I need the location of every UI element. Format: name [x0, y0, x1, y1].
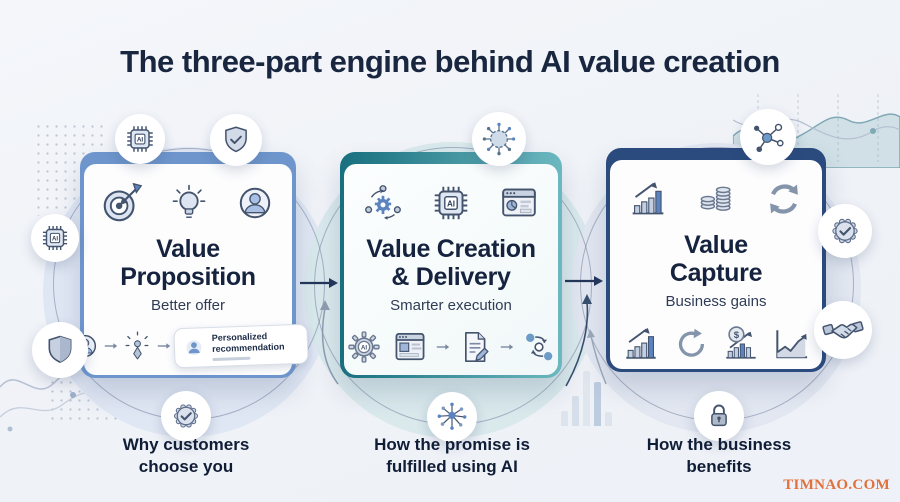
refresh-icon — [670, 323, 712, 365]
card1-header-icons — [99, 179, 277, 227]
dollar-chart-icon — [719, 322, 763, 366]
card3-flow — [619, 322, 814, 366]
card1-subtitle: Better offer — [151, 297, 225, 314]
badge-ai-chip-top — [115, 114, 165, 164]
molecule-icon — [747, 116, 789, 158]
badge-molecule — [740, 109, 796, 165]
card2-header-icons — [360, 179, 542, 227]
badge-rosette-right — [818, 204, 872, 258]
line-chart-icon — [770, 322, 814, 366]
badge-hub-below-card2 — [427, 392, 477, 442]
target-icon — [99, 180, 145, 226]
badge-shield-left — [32, 322, 88, 378]
user-avatar-icon — [233, 181, 277, 225]
document-edit-icon — [455, 327, 495, 367]
badge-handshake — [814, 301, 872, 359]
arrow-card1-to-card2-icon — [300, 278, 338, 288]
chip-label: Personalized recommendation — [211, 331, 285, 354]
ai-gear-icon — [344, 327, 384, 367]
ai-chip-icon — [428, 180, 474, 226]
page-title: The three-part engine behind AI value cr… — [120, 44, 780, 79]
badge-neural-network — [472, 112, 526, 166]
card2-flow — [344, 326, 559, 368]
caption-card3: How the business benefits — [646, 435, 792, 476]
card-value-creation-delivery: Value Creation & Delivery Smarter execut… — [340, 152, 562, 378]
ai-chip-icon — [122, 121, 158, 157]
card2-title: Value Creation & Delivery — [366, 235, 536, 291]
shield-check-icon — [218, 122, 254, 158]
curved-arrow-gap1-icon — [320, 300, 339, 385]
caption-card1: Why customers choose you — [122, 435, 250, 476]
rosette-check-icon — [825, 211, 865, 251]
caption-card2: How the promise is fulfilled using AI — [374, 435, 530, 476]
badge-lock-below-card3 — [694, 391, 744, 441]
browser-chart-icon — [496, 180, 542, 226]
lightbulb-icon — [167, 181, 211, 225]
card3-subtitle: Business gains — [665, 293, 767, 310]
mini-arrow-icon — [104, 341, 118, 351]
card-value-capture: Value Capture Business gains — [606, 148, 826, 372]
sync-icon — [761, 176, 807, 222]
faint-bar-chart — [561, 368, 617, 426]
growth-bars-icon — [625, 176, 671, 222]
card1-flow: Personalized recommendation — [69, 323, 309, 368]
growth-bars-icon — [619, 322, 663, 366]
shield-icon — [41, 331, 79, 369]
user-avatar-icon — [181, 335, 206, 360]
curved-arrows-gap2-icon — [565, 294, 607, 387]
badge-rosette-below-card1 — [161, 391, 211, 441]
card3-header-icons — [625, 175, 807, 223]
flow-nodes-icon — [519, 327, 559, 367]
handshake-icon — [821, 308, 865, 352]
rosette-check-icon — [167, 397, 205, 435]
spark-person-icon — [121, 329, 154, 362]
card2-subtitle: Smarter execution — [390, 297, 512, 314]
network-hub-icon — [433, 398, 471, 436]
personalized-recommendation-chip: Personalized recommendation — [172, 323, 309, 368]
badge-ai-chip-left — [31, 214, 79, 262]
coins-icon — [693, 176, 739, 222]
badge-shield-check-top — [210, 114, 262, 166]
card1-title: Value Proposition — [120, 235, 256, 291]
browser-window-icon — [389, 326, 431, 368]
arrow-card2-to-card3-icon — [565, 276, 603, 286]
mini-arrow-icon — [436, 342, 450, 352]
neural-network-icon — [479, 119, 519, 159]
mini-arrow-icon — [500, 342, 514, 352]
card-value-proposition: Value Proposition Better offer Personali… — [80, 152, 309, 378]
chip-underline — [211, 356, 250, 361]
gear-orbit-icon — [360, 180, 406, 226]
lock-icon — [701, 398, 737, 434]
watermark: TIMNAO.COM — [783, 477, 890, 493]
mini-arrow-icon — [157, 341, 171, 351]
ai-chip-icon — [38, 221, 72, 255]
card3-title: Value Capture — [669, 231, 763, 287]
